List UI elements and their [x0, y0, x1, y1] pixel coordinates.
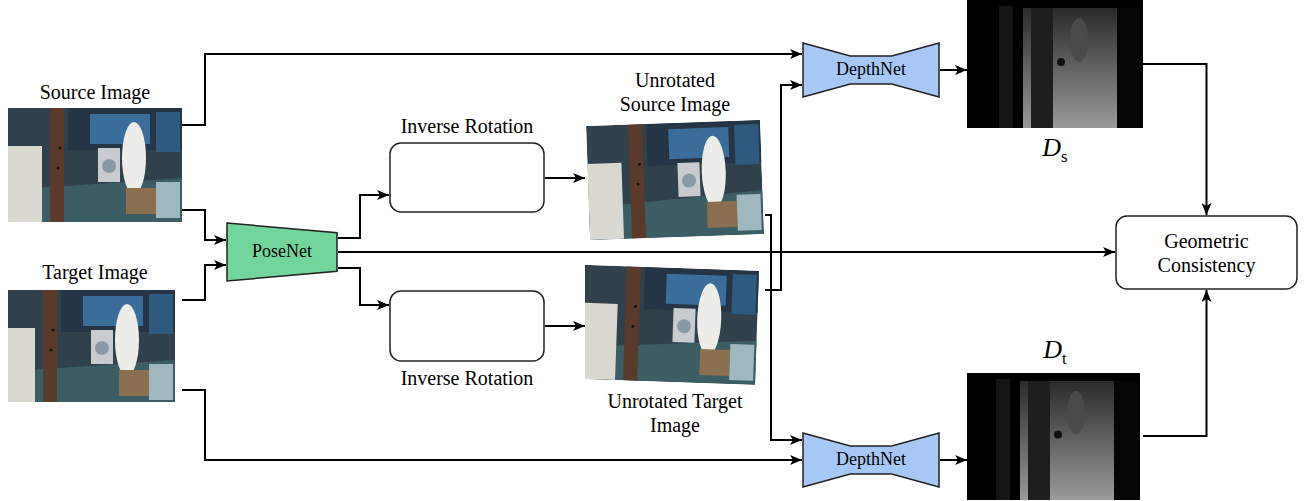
target-photo	[1, 290, 175, 404]
source-depth-map	[967, 0, 1143, 128]
flow-arrow	[765, 215, 802, 440]
depth-map-node: Ds	[967, 0, 1143, 128]
operation-box: Inverse Rotation	[389, 290, 545, 362]
image-label: Inverse Rotation	[357, 114, 577, 138]
flow-arrow	[765, 85, 802, 290]
image-label: Ds	[1015, 132, 1095, 167]
network-box: DepthNet	[802, 432, 940, 488]
source-photo	[8, 108, 182, 222]
box-label: DepthNet	[836, 449, 906, 471]
image-label: Unrotated Target Image	[605, 389, 745, 437]
flow-arrow	[182, 210, 226, 240]
flow-arrow	[338, 268, 389, 305]
flow-arrow	[545, 325, 585, 327]
box-outline	[1115, 215, 1298, 290]
flow-arrow	[338, 251, 1115, 253]
target-depth-map	[964, 373, 1140, 500]
box-label: Geometric Consistency	[1125, 229, 1288, 277]
box-outline	[389, 142, 545, 213]
flow-arrow	[1143, 64, 1207, 215]
image-label: Dt	[1015, 334, 1095, 369]
flow-arrow	[182, 54, 802, 125]
box-label: PoseNet	[252, 241, 312, 263]
flow-arrow	[940, 459, 967, 461]
image-node: Unrotated Source Image	[585, 120, 765, 240]
flow-arrow	[1143, 290, 1207, 436]
flow-arrow	[545, 177, 585, 179]
flow-arrow	[338, 195, 389, 238]
network-box: DepthNet	[802, 42, 940, 98]
image-node: Target Image	[8, 288, 182, 402]
unrotated-target-photo	[581, 265, 765, 385]
image-label: Source Image	[0, 80, 195, 104]
box-outline	[389, 290, 545, 362]
image-node: Unrotated Target Image	[585, 265, 765, 385]
box-outline-shape	[803, 433, 939, 487]
operation-box: Inverse Rotation	[389, 142, 545, 213]
box-outline-shape	[390, 143, 544, 212]
image-node: Source Image	[8, 108, 182, 222]
image-label: Inverse Rotation	[357, 366, 577, 390]
box-outline-shape	[390, 291, 544, 361]
box-outline-shape	[803, 43, 939, 97]
box-label: DepthNet	[836, 59, 906, 81]
network-box: PoseNet	[226, 222, 338, 282]
box-outline-shape	[1116, 216, 1297, 289]
flow-arrow	[940, 69, 967, 71]
flow-arrow	[182, 390, 802, 460]
flow-arrow	[182, 265, 226, 300]
depth-map-node: Dt	[967, 373, 1143, 500]
image-label: Target Image	[0, 260, 195, 284]
box-outline-shape	[227, 223, 337, 281]
unrotated-source-photo	[585, 120, 765, 240]
loss-box: Geometric Consistency	[1115, 215, 1298, 290]
image-label: Unrotated Source Image	[605, 68, 745, 116]
